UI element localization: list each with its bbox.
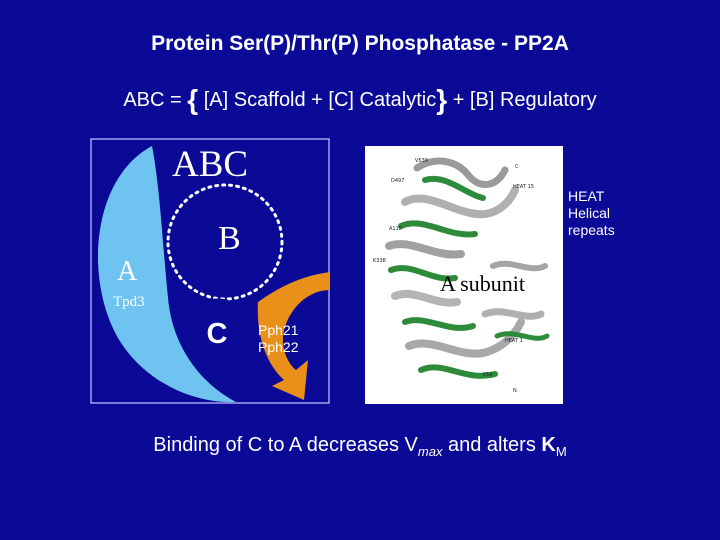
complex-label: ABC [172, 144, 249, 185]
pph-labels: Pph21 Pph22 [258, 322, 298, 356]
subtitle-open-brace: { [187, 84, 199, 115]
statement-part-b: and alters [442, 434, 542, 456]
vmax-subscript: max [417, 444, 443, 459]
svg-text:HEAT 15: HEAT 15 [513, 184, 534, 190]
c-subunit-circle [184, 298, 252, 366]
km-symbol: K [541, 434, 556, 456]
pph22-label: Pph22 [258, 339, 299, 355]
statement-part-a: Binding of C to A decreases V [153, 434, 418, 456]
pph21-label: Pph21 [258, 322, 299, 338]
tpd3-label: Tpd3 [113, 294, 145, 310]
slide-title: Protein Ser(P)/Thr(P) Phosphatase - PP2A [151, 32, 569, 55]
svg-text:D497: D497 [391, 178, 404, 184]
km-subscript: M [555, 444, 567, 459]
b-subunit-circle [166, 183, 284, 301]
subtitle-close-brace: } [436, 84, 448, 115]
subtitle-prefix: ABC = [123, 89, 188, 111]
heat-line: HEAT [568, 188, 605, 204]
svg-text:N: N [513, 388, 517, 394]
repeats-line: repeats [568, 222, 615, 238]
helical-line: Helical [568, 205, 611, 221]
diagram-frame [90, 138, 330, 404]
svg-text:A118: A118 [389, 226, 402, 232]
svg-text:V539: V539 [415, 158, 428, 164]
heat-repeats-annotation: HEAT Helical repeats [568, 188, 615, 239]
helix-ribbons [385, 157, 550, 379]
b-subunit-label: B [218, 220, 241, 257]
subtitle-middle: [A] Scaffold + [C] Catalytic [198, 89, 437, 111]
a-subunit-caption: A subunit [440, 271, 525, 296]
pph-arrow [257, 272, 330, 400]
a-subunit-crescent [97, 146, 236, 403]
c-subunit-label: C [206, 318, 228, 350]
pp2a-complex-diagram [90, 138, 330, 404]
a-subunit-label: A [117, 256, 138, 287]
subtitle-suffix: + [B] Regulatory [447, 89, 597, 111]
svg-text:C: C [515, 164, 519, 170]
svg-text:HEAT 1: HEAT 1 [505, 338, 523, 344]
a-subunit-structure-image: V539 C HEAT 15 D497 A118 K338 HEAT 1 P59… [365, 146, 563, 404]
svg-text:P59: P59 [483, 372, 492, 378]
binding-statement: Binding of C to A decreases Vmax and alt… [0, 434, 720, 459]
slide-subtitle: ABC = { [A] Scaffold + [C] Catalytic} + … [0, 84, 720, 116]
svg-text:K338: K338 [373, 258, 386, 264]
residue-labels: V539 C HEAT 15 D497 A118 K338 HEAT 1 P59… [373, 158, 534, 394]
